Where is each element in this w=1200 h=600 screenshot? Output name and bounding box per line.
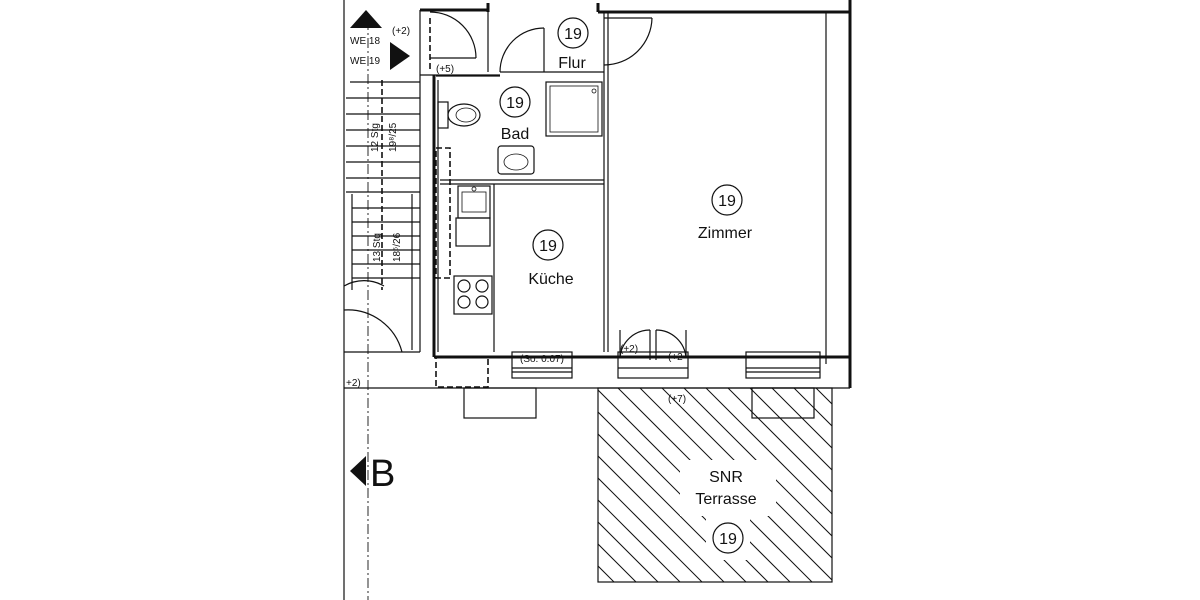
room-name-zimmer: Zimmer [698,225,753,242]
hatch-line [598,455,725,582]
room-number-terrasse: 19 [719,531,737,548]
room-bad: 19 Bad [499,86,531,143]
hatch-line [1014,388,1200,582]
doors [429,11,687,360]
hatch-line [598,543,637,582]
fixtures [435,81,603,315]
level-mark-door-left: (+2) [620,344,638,355]
arrow-right-icon [390,42,410,70]
hatch-line [970,388,1164,582]
we19-label: WE 19 [350,56,380,67]
section-marker: B [350,453,395,495]
hatch-line [882,388,1076,582]
room-number-bad: 19 [506,95,524,112]
level-mark-entry: (+5) [436,64,454,75]
hatch-line [771,388,832,449]
windows [435,351,821,419]
hatch-line [598,477,703,582]
level-mark-terrace: (+7) [668,394,686,405]
room-name-bad: Bad [501,126,529,143]
room-number-kueche: 19 [539,238,557,255]
hatch-line [926,388,1120,582]
hatch-line [598,499,681,582]
hatch-line [815,388,832,405]
hatch-line [992,388,1186,582]
terrace-hatch [398,388,1200,582]
window-note: (So. 0.07) [520,354,564,365]
staircase [343,0,434,600]
room-terrasse: SNR Terrasse 19 [695,469,757,554]
room-flur: 19 Flur [557,17,589,72]
hatch-line [705,388,832,515]
hatch-line [1036,388,1200,582]
upper-step-count: 12 Stg [370,123,381,152]
terrace-name-line2: Terrasse [695,491,756,508]
terrace-outline [597,387,833,583]
room-name-kueche: Küche [528,271,573,288]
room-number-zimmer: 19 [718,193,736,210]
hatch-line [860,388,1054,582]
hatch-line [683,388,832,537]
level-mark-left: +2) [346,378,361,389]
hatch-line [598,521,659,582]
hatch-line [948,388,1142,582]
terrace-name-line1: SNR [709,469,743,486]
hatch-line [793,388,832,427]
hatch-line [598,565,615,582]
drainboard [455,217,491,247]
room-name-flur: Flur [558,55,586,72]
hatch-line [838,388,1032,582]
room-zimmer: 19 Zimmer [698,184,753,242]
level-mark-door-right: (+2 [668,352,683,363]
lower-step-count: 13 Stg [372,233,383,262]
terrace-label-bg [680,460,776,516]
hatch-line [749,388,832,471]
section-arrow-icon [350,456,366,486]
lower-step-ratio: 18⁵/26 [392,232,403,262]
we18-label: WE 18 [350,36,380,47]
level-mark-top: (+2) [392,26,410,37]
level-triangle-icon [350,10,382,28]
hatch-line [398,388,592,582]
room-number-flur: 19 [564,26,582,43]
section-letter: B [370,453,395,495]
hatch-line [727,388,832,493]
hatch-line [904,388,1098,582]
walls [419,0,852,389]
room-kueche: 19 Küche [528,229,574,288]
upper-step-ratio: 19⁸/25 [388,122,399,152]
